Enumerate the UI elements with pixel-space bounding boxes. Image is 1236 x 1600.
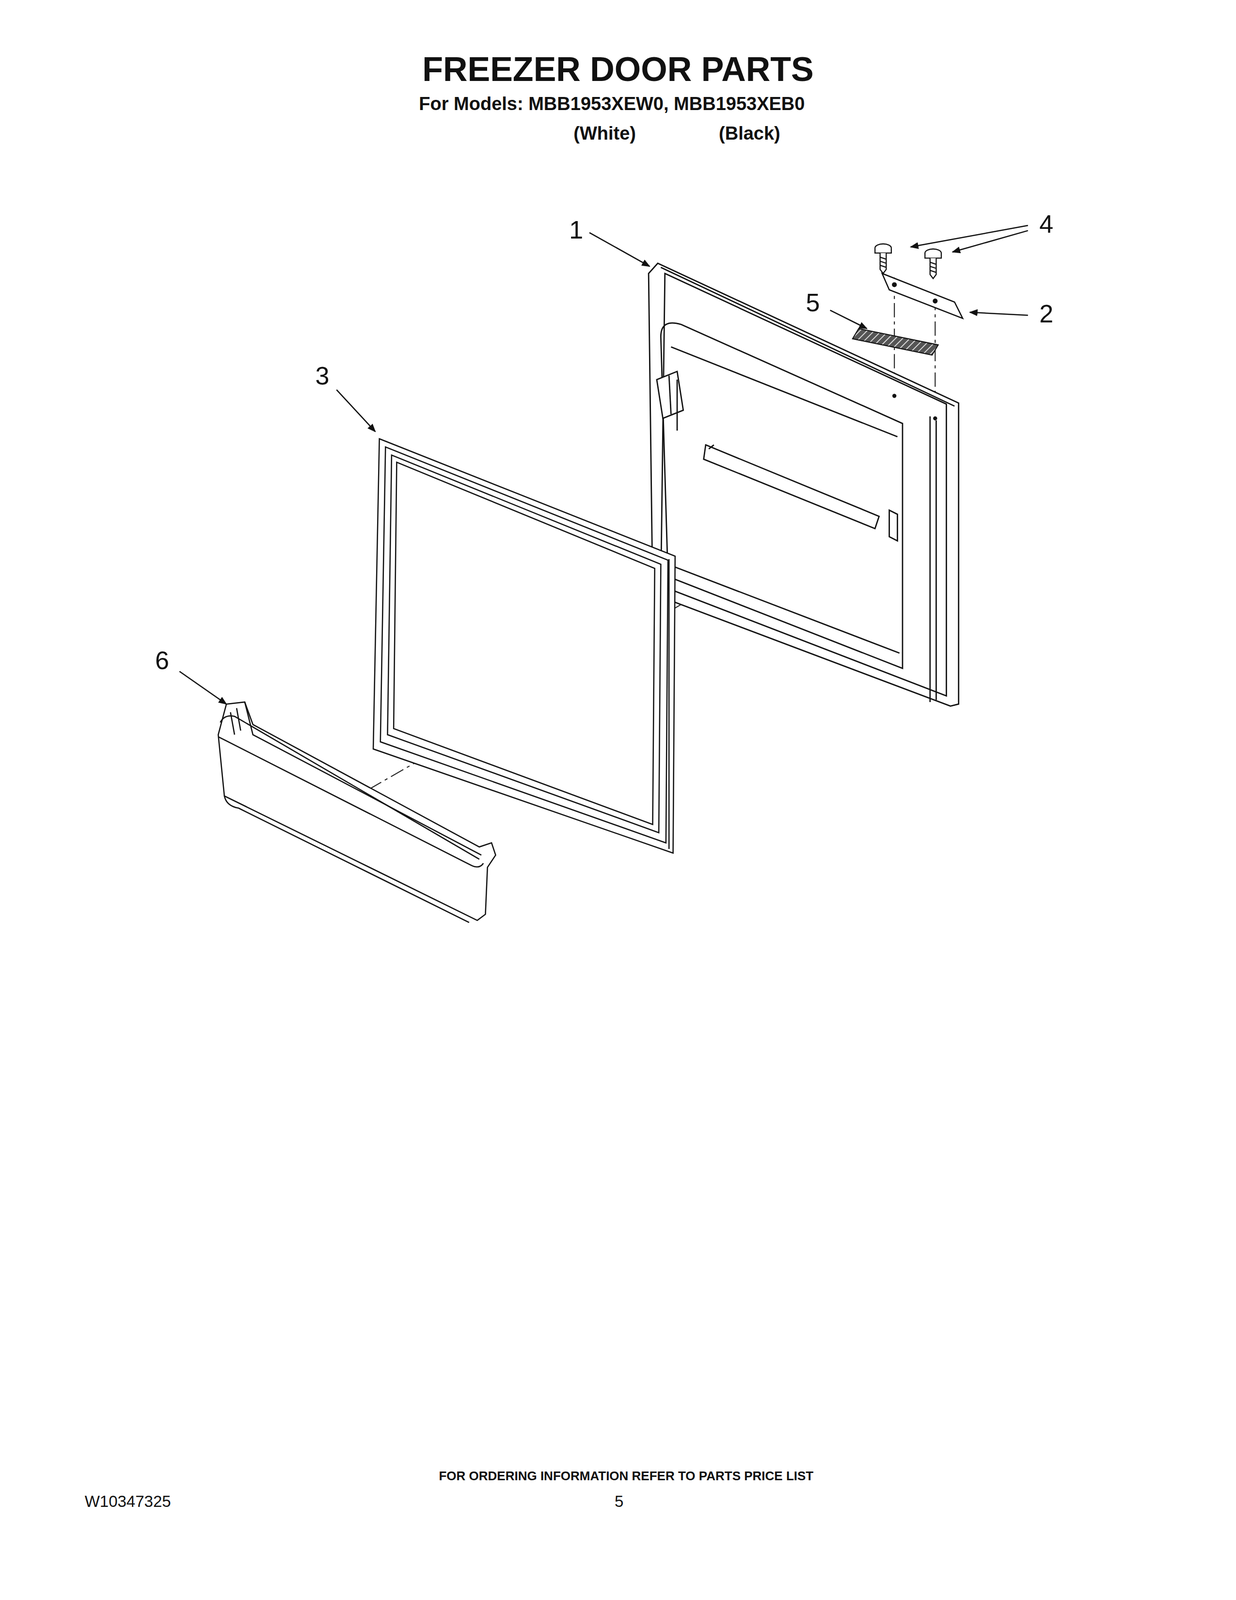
callout-number: 6 <box>155 647 170 675</box>
mount-hole <box>933 416 937 421</box>
door-gasket <box>373 438 676 853</box>
screw <box>874 243 942 279</box>
shim <box>852 328 939 356</box>
callout-number: 2 <box>1039 300 1054 328</box>
callout-number: 5 <box>805 288 820 317</box>
callout-number: 3 <box>315 362 330 391</box>
model-list: For Models: MBB1953XEW0, MBB1953XEB0 <box>418 94 805 115</box>
mount-hole <box>892 393 897 398</box>
color-note: (White) <box>573 123 636 144</box>
callout-number: 4 <box>1039 210 1054 238</box>
freezer-door <box>648 263 959 706</box>
footer-note: FOR ORDERING INFORMATION REFER TO PARTS … <box>438 1468 814 1483</box>
door-bin <box>218 701 496 923</box>
color-note: (Black) <box>718 123 781 144</box>
callout-number: 1 <box>569 216 584 245</box>
leader-arrow <box>179 225 1028 704</box>
document-number: W10347325 <box>84 1492 172 1510</box>
page-number: 5 <box>614 1492 624 1510</box>
title: FREEZER DOOR PARTS <box>422 50 814 89</box>
hinge-bracket <box>882 273 963 319</box>
